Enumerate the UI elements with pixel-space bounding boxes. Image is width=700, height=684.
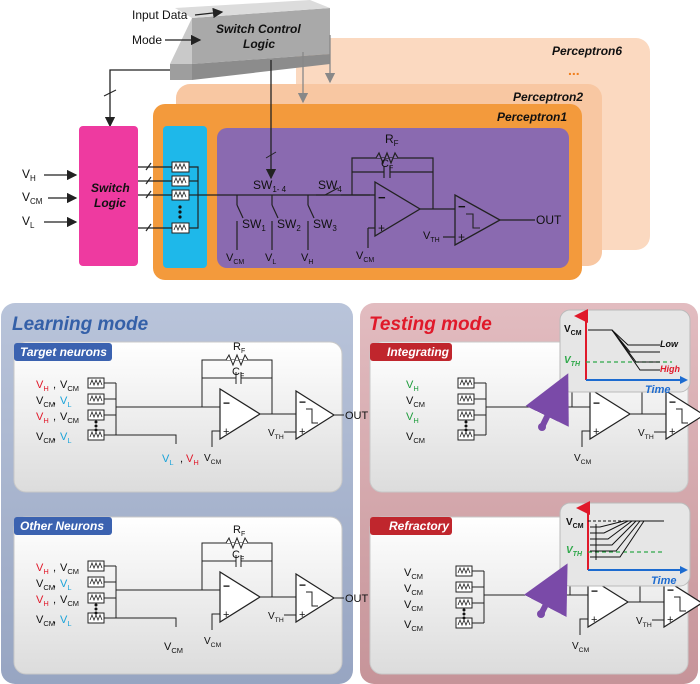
input-1-b: VL [60, 578, 72, 592]
inset1-low-label: Low [660, 339, 679, 349]
perceptron1-label: Perceptron1 [497, 110, 567, 124]
input-1-b: VL [60, 395, 72, 409]
comparator [295, 389, 336, 441]
sw14-label: SW1- 4 [253, 178, 287, 194]
input-data-label: Input Data [132, 8, 188, 22]
card-circuits: VH,VCMVCM,VLVH,VCMVCM,VLVL,VH−+RFCFVCM−+… [36, 341, 700, 655]
integrating-tag [370, 343, 452, 361]
svg-text:−: − [299, 578, 306, 592]
integrator-opamp [587, 575, 630, 629]
svg-text:+: + [593, 426, 599, 438]
top-cf-label: CF [381, 158, 393, 172]
svg-text:,: , [53, 614, 56, 626]
svg-text:,: , [180, 453, 183, 465]
svg-text:−: − [299, 395, 306, 409]
svg-text:−: − [458, 199, 466, 214]
svg-text:+: + [299, 426, 305, 438]
svg-text:+: + [378, 221, 385, 235]
switch-logic-box [79, 126, 138, 266]
input-3-b: VL [60, 614, 72, 628]
target-neurons-label: Target neurons [20, 345, 107, 359]
svg-text:−: − [378, 190, 386, 205]
target-neurons-tag [14, 343, 112, 361]
sw2-label: SW2 [277, 217, 301, 233]
integrating-waveform-inset: VCM VTH Low High Time [559, 309, 691, 396]
bias-a: VL [162, 453, 174, 467]
architecture-diagram: Perceptron6 ... Perceptron2 Perceptron1 … [22, 0, 650, 280]
out-label: OUT [345, 410, 369, 422]
refractory-waveform-inset: VCM VTH Time [559, 501, 691, 587]
switch-logic-line2: Logic [94, 196, 126, 210]
learning-mode-title: Learning mode [12, 314, 149, 335]
svg-text:−: − [593, 396, 600, 410]
vcm-input-label: VCM [22, 190, 43, 206]
integrating-pointer-arrow [525, 373, 569, 429]
integrator-opamp [219, 570, 262, 624]
svg-text:,: , [53, 562, 56, 574]
sw3-label: SW3 [313, 217, 337, 233]
sw4-label: SW4 [318, 178, 342, 194]
svg-text:−: − [669, 395, 676, 409]
refractory-pointer-arrow [524, 563, 568, 618]
svg-text:,: , [53, 379, 56, 391]
sw1-label: SW1 [242, 217, 266, 233]
input-3-b: VL [60, 431, 72, 445]
svg-text:+: + [299, 609, 305, 621]
svg-text:+: + [591, 614, 597, 626]
integrator-opamp [589, 387, 632, 441]
top-rf-label: RF [385, 132, 399, 148]
svg-text:+: + [223, 609, 229, 621]
testing-mode-title: Testing mode [369, 314, 492, 335]
svg-text:+: + [458, 230, 465, 244]
svg-text:+: + [223, 426, 229, 438]
top-integrator-opamp [374, 180, 422, 238]
comparator [665, 389, 700, 441]
perceptron2-label: Perceptron2 [513, 90, 583, 104]
out-label: OUT [345, 593, 369, 605]
top-comparator [454, 193, 502, 247]
svg-text:−: − [591, 584, 598, 598]
refractory-tag [370, 517, 452, 535]
comparator [295, 572, 336, 624]
svg-text:−: − [667, 583, 674, 597]
other-neurons-tag [14, 517, 112, 535]
inset2-time-label: Time [651, 575, 676, 587]
mode-label: Mode [132, 33, 162, 47]
vl-input-label: VL [22, 214, 35, 230]
svg-text:−: − [223, 396, 230, 410]
svg-text:,: , [53, 578, 56, 590]
svg-text:−: − [223, 579, 230, 593]
switch-logic-line1: Switch [91, 181, 130, 195]
svg-text:,: , [53, 431, 56, 443]
vh-input-label: VH [22, 167, 36, 183]
perceptron6-dots: ... [568, 62, 580, 78]
svg-text:,: , [53, 411, 56, 423]
inset1-time-label: Time [645, 384, 670, 396]
integrating-label: Integrating [387, 345, 450, 359]
svg-text:,: , [53, 395, 56, 407]
svg-text:+: + [669, 426, 675, 438]
integrator-opamp [219, 387, 262, 441]
svg-text:,: , [53, 594, 56, 606]
refractory-label: Refractory [389, 519, 450, 533]
comparator [663, 577, 700, 629]
perceptron6-label: Perceptron6 [552, 44, 622, 58]
learning-other-card [13, 516, 343, 675]
inset1-high-label: High [660, 364, 680, 374]
switch-control-logic-line1: Switch Control [216, 22, 301, 36]
top-out-label: OUT [536, 213, 562, 227]
switch-control-logic-line2: Logic [243, 37, 275, 51]
svg-text:+: + [667, 614, 673, 626]
sw2-vl-label: VL [265, 252, 276, 266]
other-neurons-label: Other Neurons [20, 519, 104, 533]
